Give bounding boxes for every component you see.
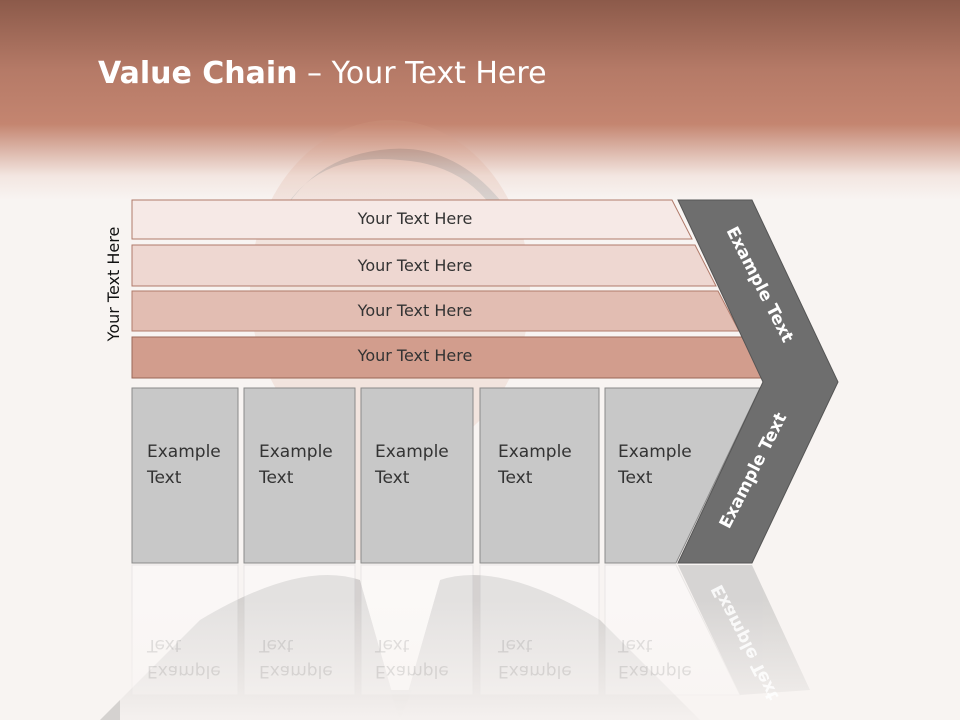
margin-chevron xyxy=(677,199,839,564)
reflection-line2: Text xyxy=(147,635,182,655)
support-row-3-label: Your Text Here xyxy=(357,301,473,320)
activity-box-1-line2: Text xyxy=(147,468,182,488)
activity-box-1 xyxy=(131,387,239,564)
activity-box-3-line1: Example xyxy=(375,442,449,462)
support-row-2-label: Your Text Here xyxy=(357,256,473,275)
activity-box-1-label: Example Text xyxy=(147,439,247,491)
reflection-line1: Example xyxy=(147,661,221,681)
activity-box-1-reflection: Example Text xyxy=(147,632,247,684)
activity-box-5-reflection: Example Text xyxy=(618,632,718,684)
support-row-1-label: Your Text Here xyxy=(357,209,473,228)
activity-box-5 xyxy=(604,387,761,564)
title-rest: – Your Text Here xyxy=(297,56,547,91)
activity-box-2-reflection: Example Text xyxy=(259,632,359,684)
activity-box-4-reflection: Example Text xyxy=(498,632,598,684)
side-label: Your Text Here xyxy=(104,226,123,342)
activity-box-1-line1: Example xyxy=(147,442,221,462)
support-row-1 xyxy=(131,199,693,240)
activity-box-5-line2: Text xyxy=(618,468,653,488)
support-row-4-label: Your Text Here xyxy=(357,346,473,365)
reflection-line1: Example xyxy=(498,661,572,681)
reflection-line1: Example xyxy=(618,661,692,681)
reflection-line2: Text xyxy=(618,635,653,655)
activity-box-2-label: Example Text xyxy=(259,439,359,491)
activity-box-3-reflection: Example Text xyxy=(375,632,475,684)
reflection-line2: Text xyxy=(259,635,294,655)
support-row-2 xyxy=(131,244,717,287)
reflection-line1: Example xyxy=(375,661,449,681)
activity-box-4-line1: Example xyxy=(498,442,572,462)
title-bold: Value Chain xyxy=(98,56,298,91)
header-band xyxy=(0,0,960,200)
activity-box-2-line1: Example xyxy=(259,442,333,462)
activity-box-3-label: Example Text xyxy=(375,439,475,491)
reflection-line1: Example xyxy=(259,661,333,681)
reflection-line2: Text xyxy=(375,635,410,655)
activity-box-5-line1: Example xyxy=(618,442,692,462)
activity-box-4 xyxy=(479,387,600,564)
activity-box-3-line2: Text xyxy=(375,468,410,488)
activity-box-4-label: Example Text xyxy=(498,439,598,491)
activity-box-5-label: Example Text xyxy=(618,439,718,491)
activity-box-4-line2: Text xyxy=(498,468,533,488)
activity-box-2-line2: Text xyxy=(259,468,294,488)
page-title: Value Chain – Your Text Here xyxy=(98,56,547,91)
activity-box-2 xyxy=(243,387,356,564)
reflection-line2: Text xyxy=(498,635,533,655)
activity-box-3 xyxy=(360,387,474,564)
